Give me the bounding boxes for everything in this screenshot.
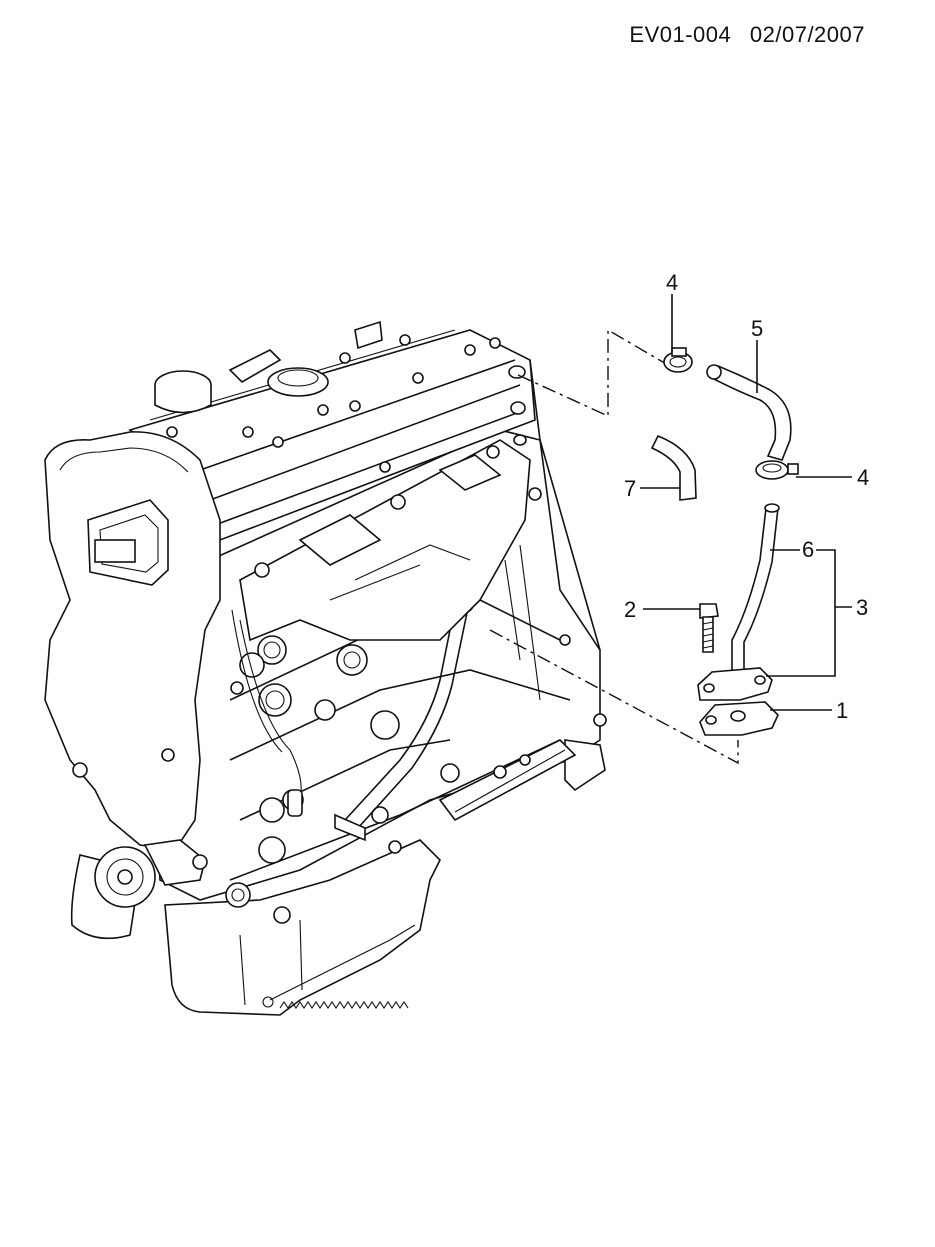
leader-lines bbox=[489, 328, 739, 765]
callout-3: 3 bbox=[856, 595, 868, 620]
callout-4-upper: 4 bbox=[666, 270, 678, 295]
oil-pan bbox=[164, 839, 441, 1016]
callout-leaders bbox=[640, 294, 852, 711]
callout-4-right: 4 bbox=[857, 465, 869, 490]
hose-clamp-upper bbox=[663, 347, 693, 373]
diagram-date: 02/07/2007 bbox=[749, 22, 865, 47]
flange-gasket bbox=[699, 701, 779, 736]
timing-cover bbox=[44, 431, 221, 851]
hose-clamp-lower bbox=[755, 460, 799, 480]
pipe-flange bbox=[697, 667, 773, 701]
dashed-leader-lower bbox=[489, 629, 739, 765]
engine-assembly bbox=[44, 320, 607, 1016]
callout-2: 2 bbox=[624, 597, 636, 622]
callout-1: 1 bbox=[836, 698, 848, 723]
crank-pulley bbox=[70, 839, 208, 940]
diagram-header: EV01-004 02/07/2007 bbox=[629, 22, 865, 48]
diagram-code: EV01-004 bbox=[629, 22, 732, 47]
callout-5: 5 bbox=[751, 316, 763, 341]
hose-elbow bbox=[706, 364, 792, 461]
callout-7: 7 bbox=[624, 476, 636, 501]
callout-6: 6 bbox=[802, 537, 814, 562]
small-hose bbox=[650, 434, 697, 501]
callout-labels: 4 5 4 7 6 3 2 1 bbox=[624, 270, 869, 723]
dashed-leader-upper bbox=[517, 328, 669, 418]
breather-pipe bbox=[731, 503, 780, 681]
bolt bbox=[699, 603, 719, 653]
